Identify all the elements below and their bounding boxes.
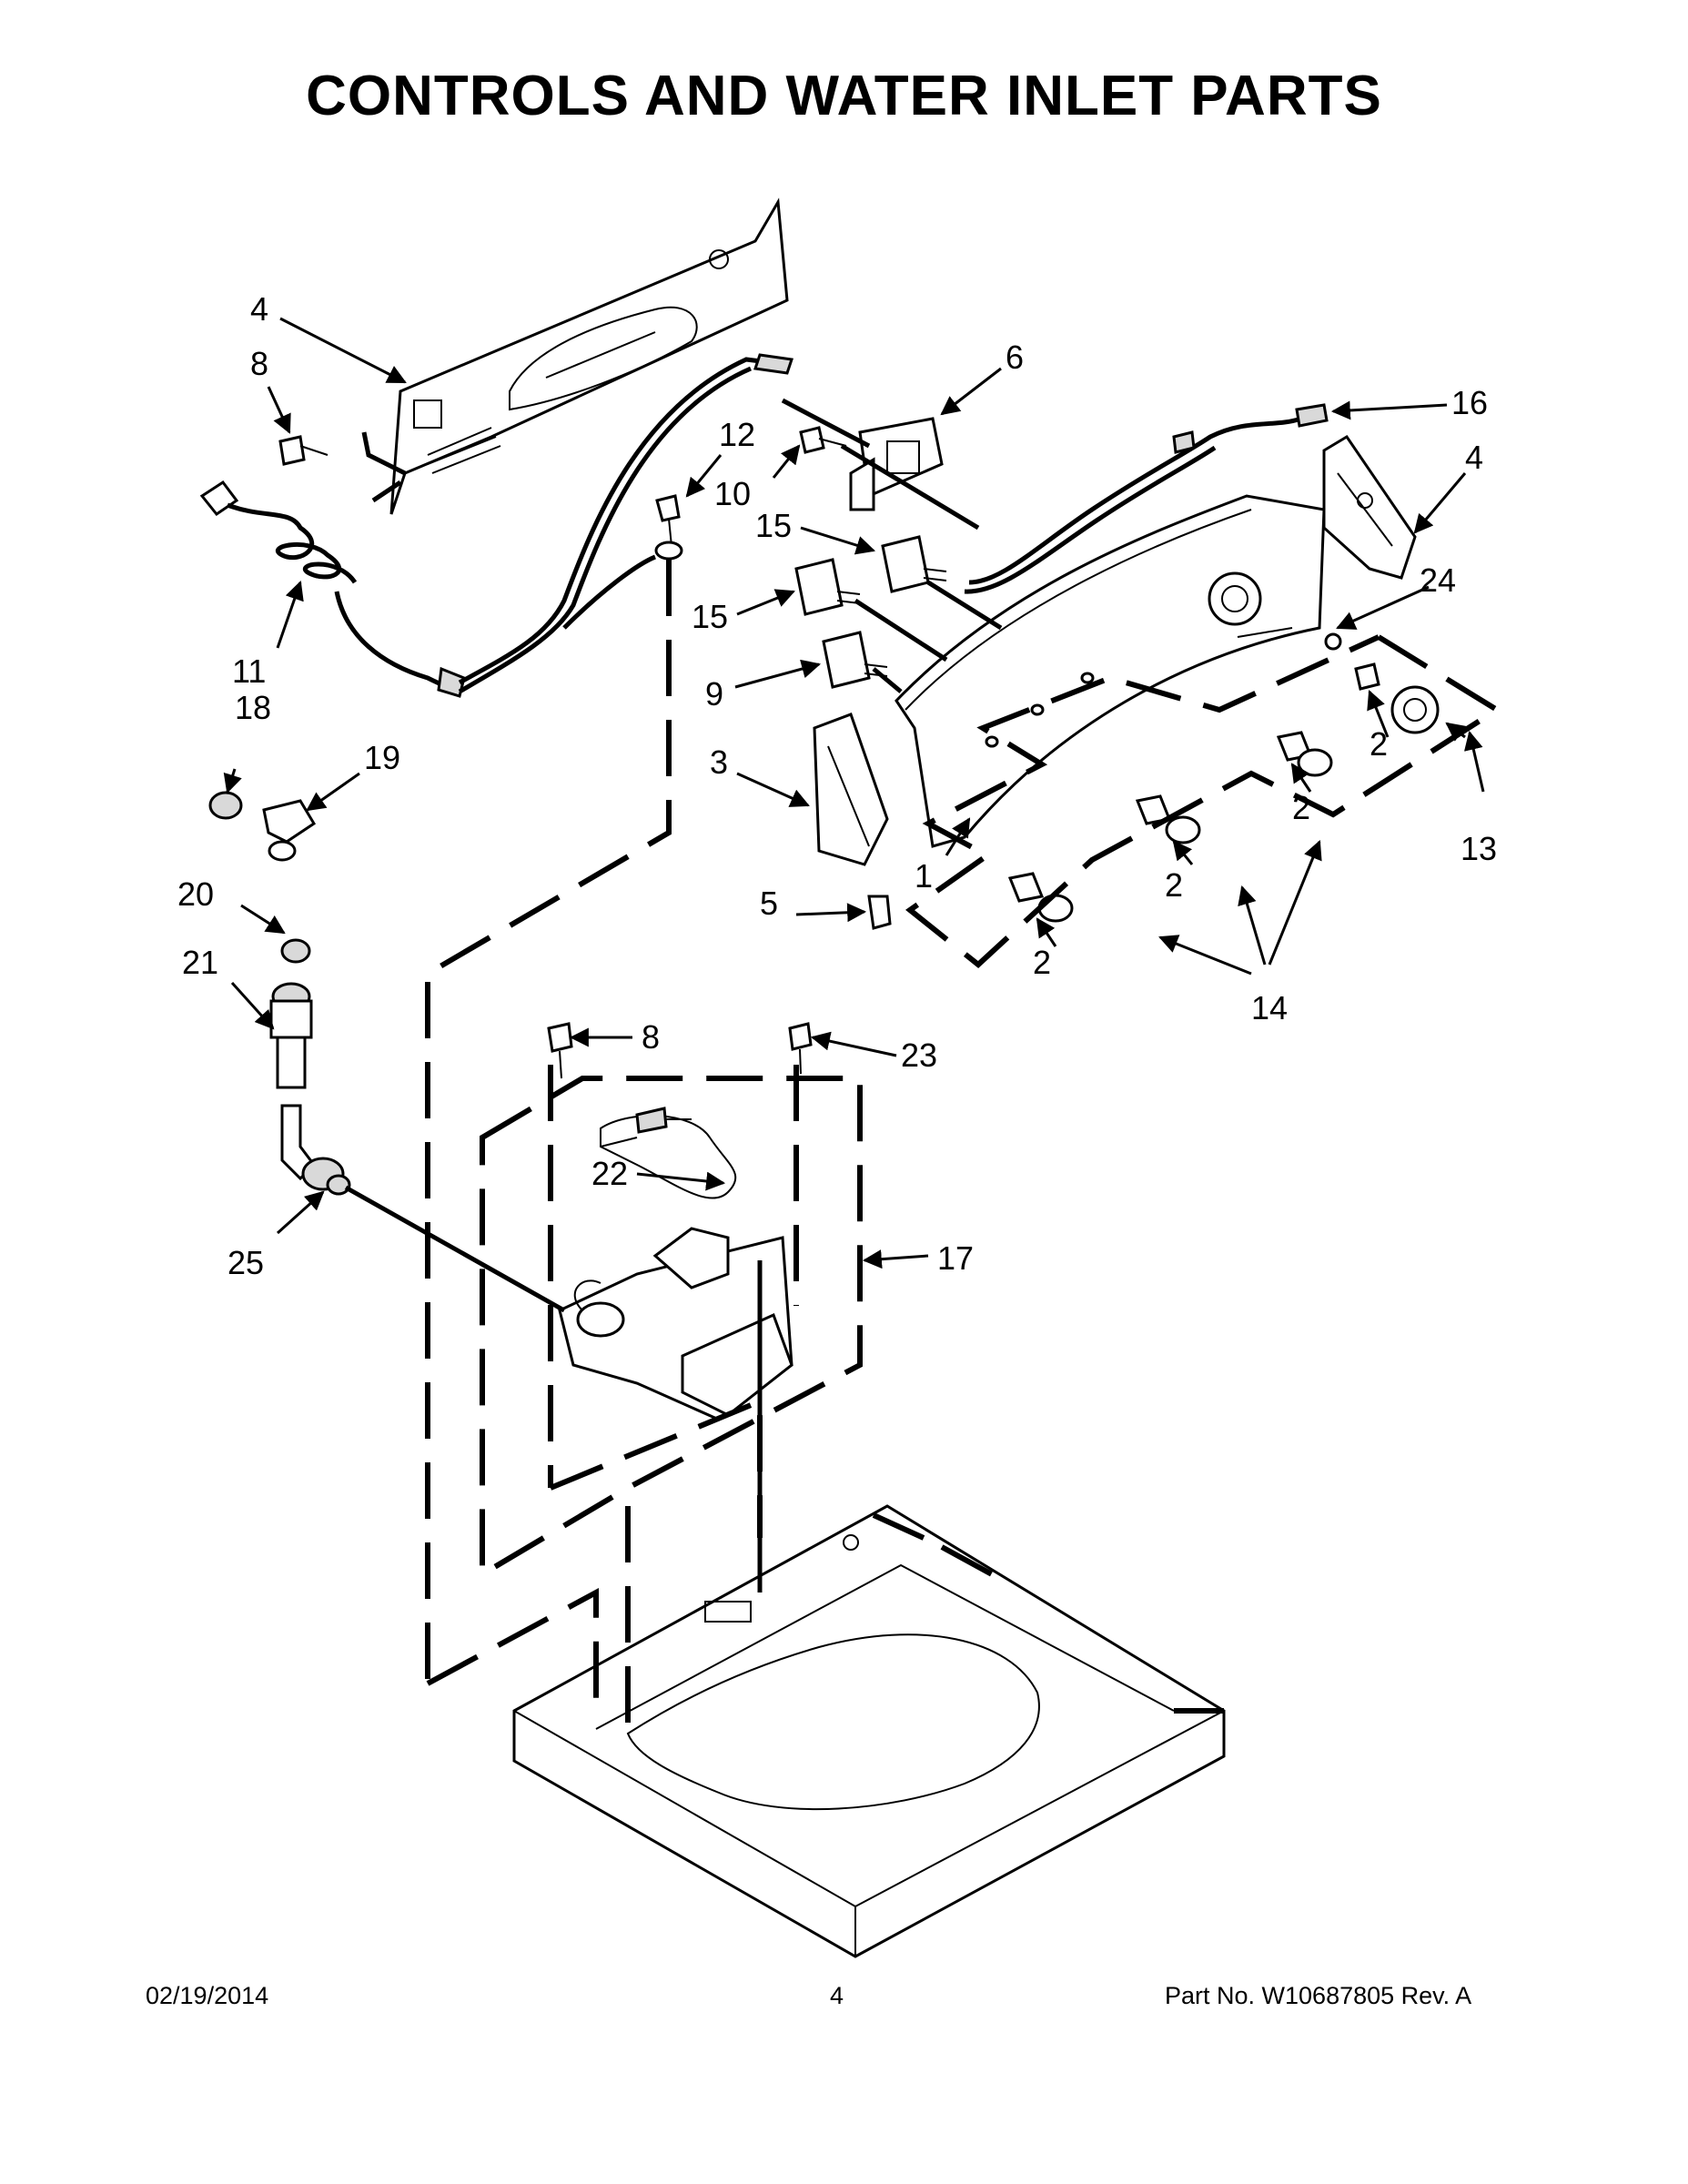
- callout-1: 1: [915, 857, 933, 895]
- callout-8-top: 8: [250, 345, 268, 382]
- screw-12: [654, 494, 683, 561]
- callout-18: 18: [235, 689, 271, 726]
- callout-15-upper: 15: [755, 507, 792, 544]
- switch-15-lower: [794, 558, 861, 616]
- clip-5: [867, 895, 892, 930]
- footer-page-number: 4: [830, 1982, 844, 2009]
- assembly-solid-lines: [361, 398, 1003, 1592]
- callout-11: 11: [232, 652, 266, 690]
- callout-7: 4: [250, 290, 268, 328]
- callout-16: 16: [1451, 384, 1488, 421]
- washer-top-cover: [512, 1504, 1226, 1958]
- callout-labels: 4 8 11 12 10 6 16 4 24 15 15 9 3 5 1 2 2…: [177, 290, 1497, 1281]
- screw-8-top: [278, 435, 329, 466]
- screw-10: [799, 426, 847, 454]
- callout-leaders: [223, 317, 1485, 1269]
- console-end-cap-right: [1322, 434, 1417, 580]
- power-cord: [199, 480, 466, 698]
- screw-23: [788, 1022, 813, 1075]
- callout-23: 23: [901, 1036, 937, 1074]
- callout-22: 22: [591, 1155, 628, 1192]
- callout-24: 24: [1420, 561, 1456, 599]
- footer-date: 02/19/2014: [146, 1982, 269, 2009]
- callout-14: 14: [1251, 989, 1288, 1026]
- switch-9: [822, 631, 888, 689]
- callout-4: 4: [1465, 439, 1483, 476]
- assembly-dashed-lines: [425, 560, 1224, 1734]
- callout-15-lower: 15: [692, 598, 728, 635]
- rear-console-panel: [389, 197, 789, 515]
- callout-2c: 2: [1165, 866, 1183, 904]
- console-end-cap-left: [813, 713, 889, 866]
- knob-group-outline: [905, 634, 1502, 968]
- console: [895, 494, 1326, 848]
- knob-13: [1390, 685, 1440, 734]
- callout-25: 25: [227, 1244, 264, 1281]
- callout-2d: 2: [1033, 944, 1051, 981]
- callout-5: 5: [760, 885, 778, 922]
- callout-10: 10: [714, 475, 751, 512]
- callout-12: 12: [719, 416, 755, 453]
- ground-wire-harness: [458, 353, 793, 694]
- callout-13: 13: [1461, 830, 1497, 867]
- valve-harness-22: [600, 1107, 737, 1199]
- callout-21: 21: [182, 944, 218, 981]
- valve-group-outline: [480, 1065, 863, 1580]
- switch-harness: [964, 403, 1329, 594]
- callout-19: 19: [364, 739, 400, 776]
- footer-part-number: Part No. W10687805 Rev. A: [1165, 1982, 1472, 2009]
- callout-8-bottom: 8: [642, 1018, 660, 1056]
- switch-15-upper: [881, 535, 947, 593]
- callout-2a: 2: [1370, 725, 1388, 763]
- callout-17: 17: [937, 1239, 974, 1277]
- control-board: [849, 417, 944, 511]
- inlet-fittings: [208, 791, 566, 1313]
- callout-2b: 2: [1292, 789, 1310, 826]
- callout-6: 6: [1006, 339, 1024, 376]
- callout-3: 3: [710, 743, 728, 781]
- water-inlet-valve: [558, 1227, 793, 1421]
- page-title: CONTROLS AND WATER INLET PARTS: [306, 65, 1382, 127]
- knob-shafts: [1007, 632, 1380, 923]
- callout-20: 20: [177, 875, 214, 913]
- callout-9: 9: [705, 675, 723, 713]
